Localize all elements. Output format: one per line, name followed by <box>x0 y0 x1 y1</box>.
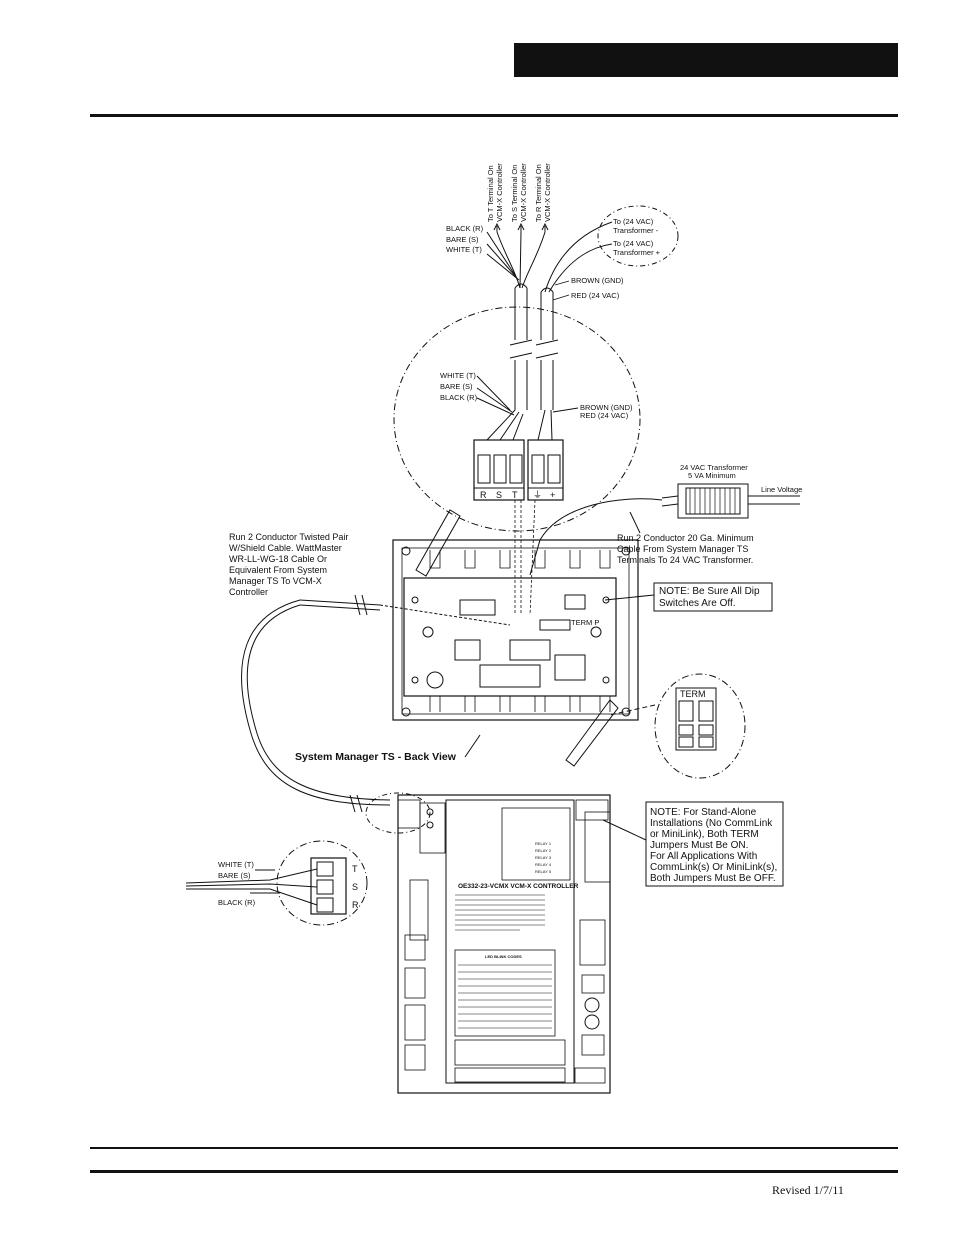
right-cable-note-2: Cable From System Manager TS <box>617 544 748 554</box>
terminal-letter-ground: ⏚ <box>533 490 542 500</box>
terminal-block-rst <box>473 439 525 501</box>
transformer-title-1: 24 VAC Transformer <box>680 463 748 472</box>
vcm-wire-black: BLACK (R) <box>218 898 256 907</box>
header-bar <box>514 43 898 77</box>
dip-note-2: Switches Are Off. <box>659 598 736 609</box>
top-label-t-line1: To T Terminal On <box>486 165 495 222</box>
vcm-wire-bare: BARE (S) <box>218 871 251 880</box>
term-jumper-circle <box>654 673 746 779</box>
revised-date: Revised 1/7/11 <box>772 1183 844 1197</box>
transformer-label-1: To (24 VAC) <box>613 217 654 226</box>
standalone-note-box <box>645 801 784 887</box>
footer-rule-top <box>90 1147 898 1149</box>
left-cable-note-4: Equivalent From System <box>229 565 327 575</box>
svg-text:To R Terminal On: To R Terminal On <box>534 164 543 222</box>
left-cable-note-1: Run 2 Conductor Twisted Pair <box>229 532 348 542</box>
terminal-block-power <box>527 439 564 501</box>
top-label-t-line2: VCM-X Controller <box>495 163 504 222</box>
svg-text:VCM-X Controller: VCM-X Controller <box>543 163 552 222</box>
top-label-s-line1: To S Terminal On <box>510 165 519 222</box>
sm-back-view-label: System Manager TS - Back View <box>295 751 457 763</box>
relay-2: RELAY 2 <box>535 848 552 853</box>
terminal-letter-t: T <box>512 490 518 500</box>
transformer-label-4: Transformer + <box>613 248 661 257</box>
vcm-terminal-s: S <box>352 882 358 892</box>
detail-wire-white: WHITE (T) <box>440 371 476 380</box>
terminal-letter-s: S <box>496 490 502 500</box>
svg-text:To T Terminal On: To T Terminal On <box>486 165 495 222</box>
header-rule <box>90 114 898 117</box>
terminal-letter-r: R <box>480 490 487 500</box>
panel-probe-left <box>415 509 461 577</box>
svg-text:VCM-X Controller: VCM-X Controller <box>495 163 504 222</box>
relay-4: RELAY 4 <box>535 862 552 867</box>
standalone-note-5: For All Applications With <box>650 851 757 862</box>
dip-note-1: NOTE: Be Sure All Dip <box>659 586 760 597</box>
terminal-detail-circle <box>393 306 641 532</box>
standalone-note-1: NOTE: For Stand-Alone <box>650 807 757 818</box>
left-cable-note-5: Manager TS To VCM-X <box>229 576 322 586</box>
transformer-label-2: Transformer - <box>613 226 659 235</box>
line-voltage: Line Voltage <box>761 485 802 494</box>
standalone-note-4: Jumpers Must Be ON. <box>650 840 748 851</box>
vcmx-title: OE332-23-VCMX VCM-X CONTROLLER <box>458 883 579 890</box>
system-manager-panel <box>392 539 639 721</box>
power-wire-brown: BROWN (GND) <box>571 276 624 285</box>
top-label-s-line2: VCM-X Controller <box>519 163 528 222</box>
relay-1: RELAY 1 <box>535 841 552 846</box>
led-table-title: LED BLINK CODES <box>485 954 522 959</box>
vcm-terminal-t: T <box>352 864 358 874</box>
vcmx-controller-board <box>397 794 611 1094</box>
right-cable-note-3: Terminals To 24 VAC Transformer. <box>617 555 753 565</box>
transformer-label-3: To (24 VAC) <box>613 239 654 248</box>
relay-3: RELAY 3 <box>535 855 552 860</box>
left-cable-note-2: W/Shield Cable. WattMaster <box>229 543 342 553</box>
term-jumper-block <box>675 687 717 751</box>
top-wire-bare: BARE (S) <box>446 235 479 244</box>
transformer-callout-circle <box>597 205 679 267</box>
standalone-note-6: CommLink(s) Or MiniLink(s), <box>650 862 777 873</box>
top-vertical-labels: To T Terminal On VCM-X Controller To S T… <box>486 163 552 222</box>
left-cable-note-3: WR-LL-WG-18 Cable Or <box>229 554 327 564</box>
vcm-terminal-block <box>310 857 347 915</box>
svg-text:VCM-X Controller: VCM-X Controller <box>519 163 528 222</box>
detail-power-brown: BROWN (GND) <box>580 403 633 412</box>
left-cable-note-6: Controller <box>229 587 268 597</box>
detail-wire-black: BLACK (R) <box>440 393 478 402</box>
standalone-note-2: Installations (No CommLink <box>650 818 773 829</box>
right-cable-note-1: Run 2 Conductor 20 Ga. Minimum <box>617 533 754 543</box>
top-wire-white: WHITE (T) <box>446 245 482 254</box>
standalone-note-7: Both Jumpers Must Be OFF. <box>650 873 776 884</box>
transformer-body <box>661 483 800 519</box>
top-label-r-line1: To R Terminal On <box>534 164 543 222</box>
terminal-letter-plus: + <box>550 490 555 500</box>
standalone-note-3: or MiniLink), Both TERM <box>650 829 759 840</box>
relay-5: RELAY 5 <box>535 869 552 874</box>
dip-note-box <box>653 582 773 612</box>
vcm-terminal-circle <box>276 840 368 926</box>
vcm-wire-white: WHITE (T) <box>218 860 254 869</box>
detail-wire-bare: BARE (S) <box>440 382 473 391</box>
power-wire-red: RED (24 VAC) <box>571 291 620 300</box>
detail-power-red: RED (24 VAC) <box>580 411 629 420</box>
vcm-terminal-r: R <box>352 900 359 910</box>
terminal-panel-tag: TERM P <box>571 618 599 627</box>
transformer-title-2: 5 VA Minimum <box>688 471 736 480</box>
top-label-r-line2: VCM-X Controller <box>543 163 552 222</box>
footer-rule-bottom <box>90 1170 898 1173</box>
svg-text:To S Terminal On: To S Terminal On <box>510 165 519 222</box>
panel-probe-right <box>565 699 619 767</box>
term-label: TERM <box>680 689 706 699</box>
top-wire-black: BLACK (R) <box>446 224 484 233</box>
